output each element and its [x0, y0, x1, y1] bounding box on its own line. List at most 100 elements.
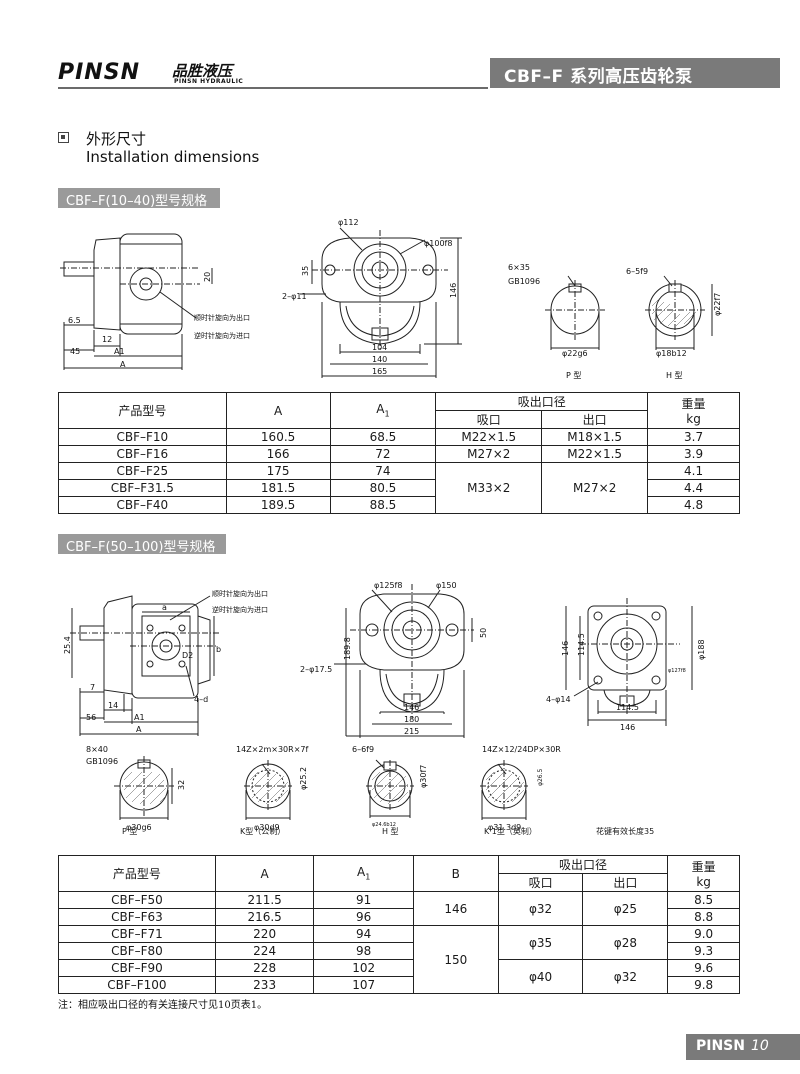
page-header: PINSN 品胜液压 PINSN HYDRAULIC CBF–F 系列高压齿轮泵 — [0, 0, 800, 110]
spec2-drawings: 25.4 7 14 56 A1 A a b D2 4–d 顺时针旋向为出口 逆时… — [63, 581, 706, 832]
dim-phi100f8: φ100f8 — [424, 239, 452, 248]
dim-20: 20 — [203, 272, 212, 282]
dim-180: 180 — [404, 715, 419, 724]
dim-14: 14 — [108, 701, 118, 710]
label-p-type: P 型 — [566, 371, 581, 380]
dim-4-d: 4–d — [194, 695, 208, 704]
dim-phi150: φ150 — [436, 581, 457, 590]
dim-phi31-3d9: φ31.3d9 — [488, 823, 521, 832]
spec-k1-spline: 14Z×12/24DP×30R — [482, 745, 561, 754]
dim-phi25-2: φ25.2 — [299, 767, 308, 790]
std-gb1096: GB1096 — [508, 277, 540, 286]
footnote: 注：相应吸出口径的有关连接尺寸见10页表1。 — [58, 1000, 268, 1011]
th-port: 吸出口径 — [435, 392, 649, 411]
note-counter-in: 逆时针旋向为进口 — [194, 331, 250, 340]
section-title-cn: 外形尺寸 — [86, 130, 147, 148]
spec1-drawings: 6.5 12 45 A1 A 20 顺时针旋向为出口 逆时针旋向为进口 φ112… — [60, 218, 722, 380]
dim-phi30g6: φ30g6 — [126, 823, 152, 832]
th-model-2: 产品型号 — [58, 855, 216, 892]
dim-35: 35 — [301, 266, 310, 276]
dim-2phi11: 2–φ11 — [282, 292, 307, 301]
th-out: 出口 — [541, 410, 649, 429]
dim-114-5-v: 114.5 — [577, 633, 586, 656]
label-p-type-2: P 型 — [122, 827, 138, 836]
dim-7: 7 — [90, 683, 95, 692]
th-a: A — [225, 392, 331, 429]
dim-146: 146 — [449, 283, 458, 298]
dim-key-8x40: 8×40 — [86, 745, 108, 754]
page-footer: PINSN 10 — [686, 1034, 800, 1060]
dim-phi125f8: φ125f8 — [374, 581, 402, 590]
dim-phi18b12: φ18b12 — [656, 349, 687, 358]
th-a1: A1 — [329, 392, 437, 429]
section-square-icon — [58, 132, 69, 143]
dim-phi30d9: φ30d9 — [254, 823, 280, 832]
dim-146-h: 146 — [620, 723, 635, 732]
dim-32: 32 — [177, 780, 186, 790]
th-out-2: 出口 — [582, 873, 669, 892]
dim-key-6x35: 6×35 — [508, 263, 530, 272]
series-title: CBF–F 系列高压齿轮泵 — [490, 58, 780, 88]
th-in: 吸口 — [435, 410, 543, 429]
label-h-type: H 型 — [666, 371, 683, 380]
dim-a1-2: A1 — [134, 713, 145, 722]
dim-a-small: a — [162, 603, 167, 612]
label-h-type-2: H 型 — [382, 827, 399, 836]
dim-114-5-h: 114.5 — [616, 703, 639, 712]
dim-104: 104 — [372, 343, 387, 352]
dim-140: 140 — [372, 355, 387, 364]
th-model: 产品型号 — [58, 392, 227, 429]
dim-phi26-5: φ26.5 — [537, 769, 544, 787]
dim-phi112: φ112 — [338, 218, 359, 227]
std-gb1096-2: GB1096 — [86, 757, 118, 766]
th-b: B — [412, 855, 499, 892]
dim-189-8: 189.8 — [343, 637, 352, 660]
dim-146-2: 146 — [404, 703, 419, 712]
brand-name-cn: 品胜液压 — [172, 62, 233, 80]
dim-45: 45 — [70, 347, 80, 356]
spec2-band: CBF–F(50–100)型号规格 — [58, 534, 226, 555]
dim-phi22f7: φ22f7 — [713, 293, 722, 316]
th-in-2: 吸口 — [497, 873, 584, 892]
note-clockwise-out: 顺时针旋向为出口 — [194, 313, 250, 322]
dim-50: 50 — [479, 628, 488, 638]
dim-a1: A1 — [114, 347, 125, 356]
dim-phi22g6: φ22g6 — [562, 349, 588, 358]
th-a1-2: A1 — [313, 855, 414, 892]
brand-logo: PINSN — [58, 60, 140, 85]
dim-12: 12 — [102, 335, 112, 344]
spec1-band: CBF–F(10–40)型号规格 — [58, 188, 220, 209]
th-port-2: 吸出口径 — [497, 855, 669, 874]
dim-b-small: b — [216, 645, 221, 654]
note-counter-in-2: 逆时针旋向为进口 — [212, 605, 268, 614]
label-k-type: K型（公制） — [240, 827, 286, 836]
dim-phi30f7: φ30f7 — [419, 765, 428, 788]
section-title-en: Installation dimensions — [86, 148, 260, 166]
header-rule — [58, 87, 488, 89]
dim-spline-6-5f9: 6–5f9 — [626, 267, 648, 276]
dim-4phi14: 4–φ14 — [546, 695, 571, 704]
dim-phi127f8: φ127f8 — [668, 668, 686, 674]
dim-d2: D2 — [182, 651, 193, 660]
dim-6-5: 6.5 — [68, 316, 81, 325]
dim-a: A — [120, 360, 126, 369]
page-number: 10 — [751, 1038, 769, 1054]
note-clockwise-out-2: 顺时针旋向为出口 — [212, 589, 268, 598]
spline-length-note: 花键有效长度35 — [596, 827, 655, 836]
footer-brand: PINSN — [696, 1038, 745, 1054]
dim-165: 165 — [372, 367, 387, 376]
